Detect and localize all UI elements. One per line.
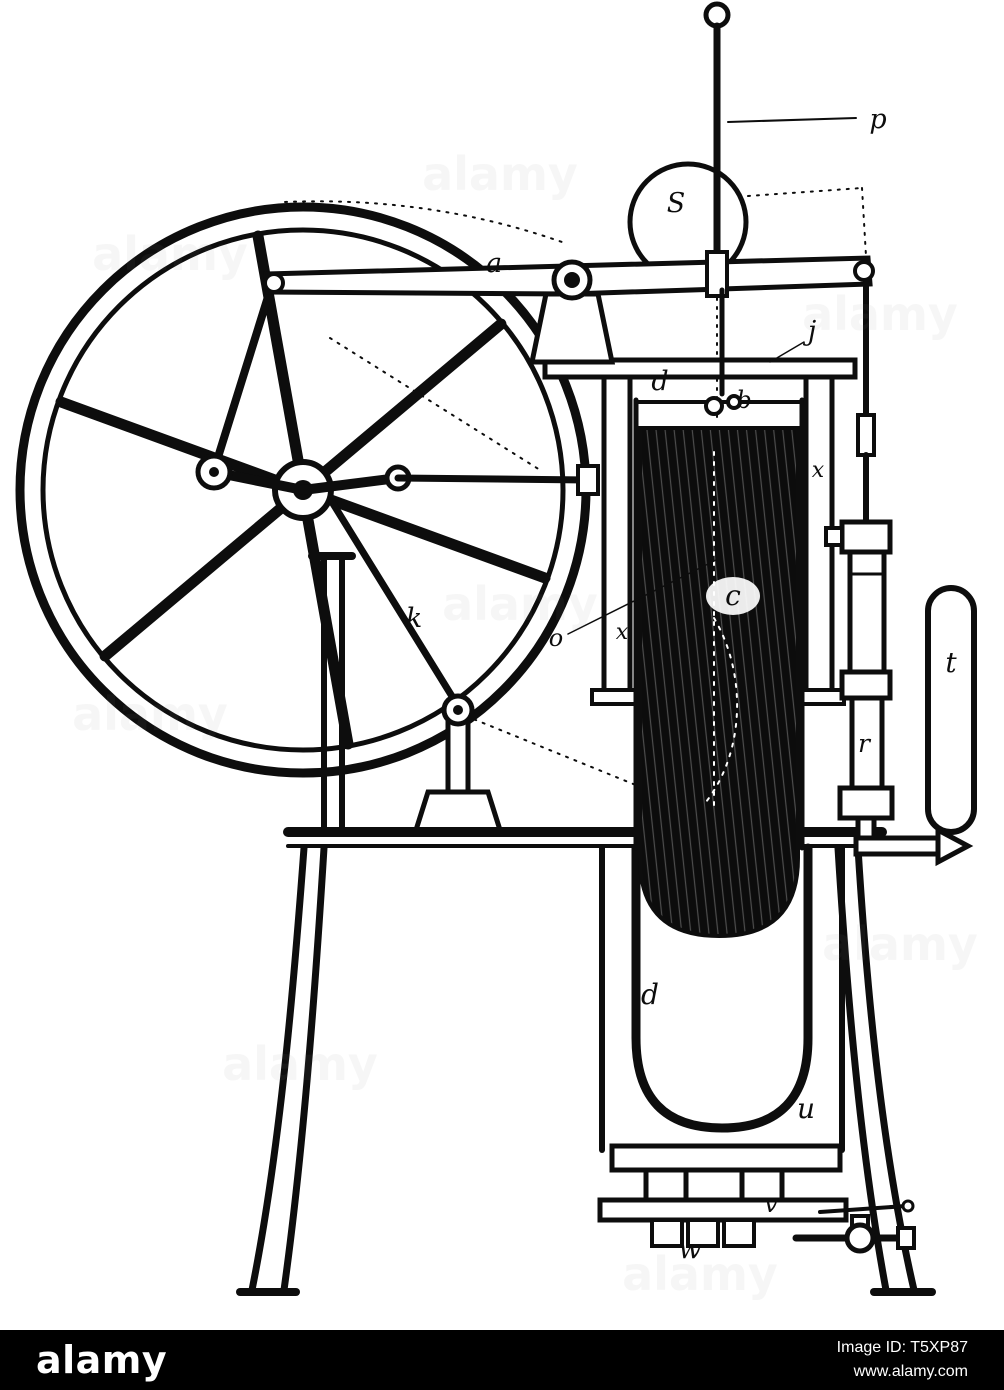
- pump-head: [839, 519, 893, 555]
- diagonal-rod-k: [328, 498, 462, 710]
- label-a: a: [486, 248, 502, 279]
- displacer-dashed-curve: [705, 617, 739, 803]
- horizontal-link: [394, 474, 592, 484]
- label-v: v: [764, 1190, 778, 1218]
- foot-block-2: [686, 1218, 720, 1248]
- rocker-pivot-pin: [453, 705, 463, 715]
- crank-arm-right: [298, 473, 403, 495]
- piston-rod-p: [703, 1, 731, 298]
- label-d-bottom: d: [641, 978, 659, 1011]
- leader-p: [727, 117, 857, 123]
- flywheel-spokes: [55, 230, 551, 750]
- watermark-text: alamy: [802, 287, 958, 341]
- beam-pivot-pin: [564, 272, 580, 288]
- link-bracket: [576, 464, 600, 496]
- beam-left-pin: [263, 272, 285, 294]
- valve-rod-b: [704, 287, 742, 416]
- watermarks: alamy alamy alamy alamy alamy alamy alam…: [72, 147, 978, 1301]
- leader-j: [769, 341, 805, 363]
- watermark-text: alamy: [92, 227, 248, 281]
- flange-plate-upper: [609, 1143, 843, 1173]
- engraving-illustration: alamy alamy alamy alamy alamy alamy alam…: [15, 1, 978, 1301]
- watermark-text: alamy: [822, 917, 978, 971]
- label-c: c: [725, 579, 741, 612]
- rod-clevis: [705, 250, 729, 298]
- jacket-left-wall: [601, 374, 633, 696]
- alamy-logo: alamy: [36, 1338, 168, 1382]
- handle-t: [925, 585, 977, 835]
- pump-barrel-upper: [847, 549, 887, 675]
- rocker-stand: [412, 693, 504, 833]
- connecting-rod: [210, 280, 276, 474]
- label-c-halo: [706, 577, 760, 615]
- flywheel-rim-inner: [40, 227, 566, 753]
- dotted-line: [465, 715, 649, 791]
- left-leg: [236, 844, 328, 1296]
- crank-pin: [209, 467, 219, 477]
- flange-block-left: [643, 1167, 689, 1205]
- dotted-line: [747, 187, 863, 197]
- website-url: www.alamy.com: [853, 1363, 968, 1380]
- pump-side-boss: [824, 526, 844, 547]
- foot-block-1: [650, 1218, 684, 1248]
- label-b: b: [736, 386, 751, 414]
- watermark-text: alamy: [72, 687, 228, 741]
- label-p: p: [869, 104, 886, 135]
- engine-engraving-svg: alamy alamy alamy alamy alamy alamy alam…: [15, 1, 978, 1301]
- foot-block-3: [722, 1218, 756, 1248]
- flywheel: [15, 202, 591, 778]
- pump-mid-flange: [839, 669, 893, 701]
- alamy-footer-bar: alamy Image ID: T5XP87 www.alamy.com: [0, 1330, 1004, 1390]
- beam-pivot-stand: [528, 259, 616, 365]
- leader-o: [567, 559, 717, 635]
- label-k: k: [406, 603, 422, 634]
- valve-body: [844, 1222, 876, 1254]
- watermark-text: alamy: [442, 577, 598, 631]
- displacer-piston: [638, 426, 800, 939]
- beam-right-pin: [853, 260, 875, 282]
- pump-barrel-lower: [849, 695, 885, 791]
- drain-cap: [896, 1226, 916, 1250]
- rocker-base: [412, 789, 504, 833]
- valve-rod-fork-right: [726, 394, 742, 410]
- crank-linkage: [195, 280, 600, 710]
- image-meta: Image ID: T5XP87 www.alamy.com: [837, 1336, 968, 1384]
- displacer-body: [638, 426, 800, 939]
- flange-plate-lower: [597, 1197, 849, 1223]
- label-r: r: [858, 729, 872, 758]
- part-labels: p S a j d b x c x o k t r d u v w: [406, 104, 958, 1265]
- label-o: o: [549, 624, 563, 652]
- watermark-text: alamy: [222, 1037, 378, 1091]
- label-w: w: [678, 1234, 701, 1265]
- pump-foot-valve: [837, 785, 895, 821]
- valve-lever-knob: [901, 1199, 915, 1213]
- drain-valve: [792, 1199, 916, 1254]
- leader-lines: [567, 117, 857, 635]
- label-u: u: [797, 1092, 815, 1125]
- label-t: t: [945, 646, 957, 679]
- label-d-top: d: [651, 366, 668, 397]
- pedestal-column: [308, 552, 356, 833]
- label-s: S: [667, 188, 686, 219]
- image-id: Image ID: T5XP87: [836, 1339, 968, 1356]
- outlet-nozzle: [935, 825, 974, 867]
- dotted-line: [329, 337, 541, 471]
- pivot-stand-body: [528, 291, 616, 365]
- top-plate: [542, 357, 858, 380]
- label-x-right: x: [812, 458, 825, 483]
- bottom-flange-stack: [597, 1143, 849, 1248]
- dotted-line: [861, 187, 867, 257]
- pump-rod-coupling: [856, 413, 876, 457]
- label-x-left: x: [616, 620, 629, 645]
- valve-rod-fork-left: [704, 396, 724, 416]
- valve-lever: [818, 1204, 908, 1214]
- dotted-line: [284, 200, 563, 243]
- watermark-text: alamy: [422, 147, 578, 201]
- watermark-text: alamy: [622, 1247, 778, 1301]
- outlet-pipe: [853, 835, 943, 857]
- feed-pump: [824, 279, 974, 867]
